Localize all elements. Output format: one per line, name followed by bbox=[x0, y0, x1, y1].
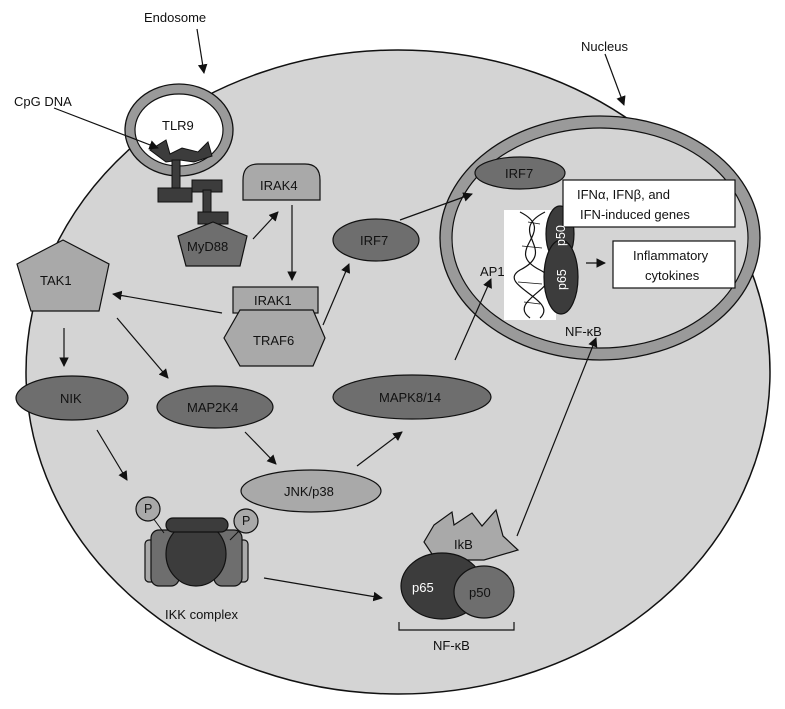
nfkb-nuc-label: NF-κB bbox=[565, 324, 602, 339]
nfkb-cyto-label: NF-κB bbox=[433, 638, 470, 653]
ifn-box-text-2: IFN-induced genes bbox=[580, 207, 690, 222]
p50-nuc-label: p50 bbox=[554, 225, 568, 246]
irf7-nuc-label: IRF7 bbox=[505, 166, 533, 181]
p-right-label: P bbox=[242, 514, 250, 528]
map2k4-node bbox=[156, 385, 274, 429]
irf7-nuc-node bbox=[474, 156, 566, 190]
nik-label: NIK bbox=[60, 391, 82, 406]
ifn-box-text-1: IFNα, IFNβ, and bbox=[577, 187, 670, 202]
phospho-right-icon bbox=[233, 508, 259, 534]
p65-nuc-label: p65 bbox=[555, 269, 569, 290]
nucleus-label: Nucleus bbox=[581, 39, 628, 54]
irak4-node bbox=[242, 163, 321, 201]
jnk-label: JNK/p38 bbox=[284, 484, 334, 499]
myd88-label: MyD88 bbox=[187, 239, 228, 254]
traf6-label: TRAF6 bbox=[253, 333, 294, 348]
phospho-left-icon bbox=[135, 496, 161, 522]
tlr9-label: TLR9 bbox=[162, 118, 194, 133]
ikk-complex-label: IKK complex bbox=[165, 607, 238, 622]
ikb-label: IkB bbox=[454, 537, 473, 552]
irf7-cyto-node bbox=[332, 218, 420, 262]
endosome-label: Endosome bbox=[144, 10, 206, 25]
irak4-label: IRAK4 bbox=[260, 178, 298, 193]
arrows bbox=[53, 28, 626, 602]
p65-nuc-node bbox=[543, 239, 579, 315]
p65-cyto-label: p65 bbox=[412, 580, 434, 595]
irak1-label: IRAK1 bbox=[254, 293, 292, 308]
jnk-node bbox=[240, 469, 382, 513]
tlr9-receptor bbox=[149, 139, 229, 225]
irf7-cyto-label: IRF7 bbox=[360, 233, 388, 248]
map2k4-label: MAP2K4 bbox=[187, 400, 238, 415]
mapk-label: MAPK8/14 bbox=[379, 390, 441, 405]
inflammatory-box-text-1: Inflammatory bbox=[633, 248, 709, 263]
p50-cyto-label: p50 bbox=[469, 585, 491, 600]
tak1-label: TAK1 bbox=[40, 273, 72, 288]
p-left-label: P bbox=[144, 502, 152, 516]
ifn-box bbox=[562, 179, 736, 228]
nfkb-cyto-bracket bbox=[398, 622, 515, 631]
inflammatory-box-text-2: cytokines bbox=[645, 268, 700, 283]
ap1-label: AP1 bbox=[480, 264, 505, 279]
tak1-node bbox=[16, 239, 110, 312]
traf6-node bbox=[223, 309, 326, 367]
myd88-node bbox=[177, 221, 248, 267]
cpg-dna-label: CpG DNA bbox=[14, 94, 72, 109]
mapk-node bbox=[332, 374, 492, 420]
irak1-node bbox=[232, 286, 319, 314]
inflammatory-box bbox=[612, 240, 736, 289]
p50-cyto-node bbox=[453, 565, 515, 619]
ikk-complex-icon bbox=[144, 517, 249, 587]
nik-node bbox=[15, 375, 129, 421]
